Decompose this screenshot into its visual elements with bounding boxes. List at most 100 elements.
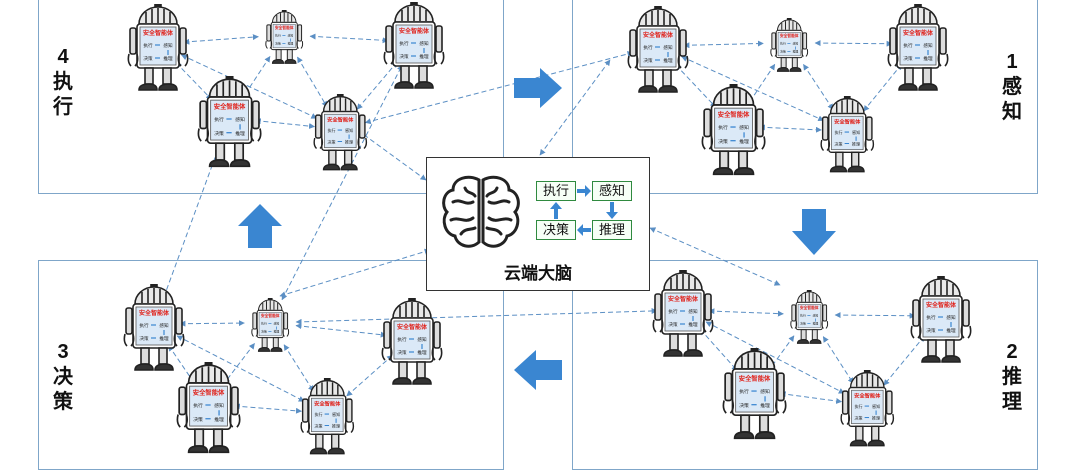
robot-agent: 安全智能体 执行 感知 决策 推理	[265, 9, 304, 71]
svg-text:执行: 执行	[399, 40, 409, 47]
svg-text:推理: 推理	[235, 130, 245, 137]
robot-agent: 安全智能体 执行 感知 决策 推理	[123, 283, 185, 383]
brain-perceive-box: 感知	[592, 181, 632, 201]
svg-text:决策: 决策	[903, 55, 913, 62]
svg-text:安全智能体: 安全智能体	[834, 117, 861, 125]
svg-text:感知: 感知	[235, 116, 245, 123]
cloud-brain-title: 云端大脑	[504, 264, 572, 283]
brain-execute-box: 执行	[536, 181, 576, 201]
svg-text:决策: 决策	[739, 402, 749, 409]
svg-text:感知: 感知	[159, 322, 169, 329]
arrow-left-icon	[514, 350, 562, 390]
svg-text:决策: 决策	[397, 349, 407, 356]
svg-text:安全智能体: 安全智能体	[314, 399, 341, 407]
svg-text:推理: 推理	[417, 349, 427, 356]
robot-agent: 安全智能体 执行 感知 决策 推理	[790, 289, 829, 351]
svg-text:推理: 推理	[663, 57, 673, 64]
svg-text:执行: 执行	[780, 42, 786, 46]
arrow-down-icon	[792, 209, 836, 255]
svg-text:感知: 感知	[813, 314, 819, 318]
svg-text:执行: 执行	[275, 34, 281, 38]
svg-text:决策: 决策	[139, 335, 149, 342]
brain-icon	[442, 175, 520, 248]
svg-text:推理: 推理	[760, 402, 770, 409]
svg-text:感知: 感知	[760, 388, 770, 395]
svg-text:决策: 决策	[214, 130, 224, 137]
svg-text:感知: 感知	[419, 40, 429, 47]
arrow-up-icon	[238, 204, 282, 248]
robot-agent: 安全智能体 执行 感知 决策 推理	[820, 95, 875, 183]
svg-text:感知: 感知	[288, 34, 294, 38]
svg-text:安全智能体: 安全智能体	[643, 31, 674, 39]
robot-agent: 安全智能体 执行 感知 决策 推理	[910, 275, 972, 375]
svg-text:执行: 执行	[718, 124, 728, 131]
svg-text:感知: 感知	[663, 44, 673, 51]
robot-agent: 安全智能体 执行 感知 决策 推理	[770, 17, 809, 79]
robot-agent: 安全智能体 执行 感知 决策 推理	[381, 297, 443, 397]
svg-text:决策: 决策	[143, 55, 153, 62]
svg-text:感知: 感知	[332, 411, 340, 417]
svg-text:感知: 感知	[274, 322, 280, 326]
svg-text:执行: 执行	[854, 403, 862, 409]
svg-text:推理: 推理	[813, 322, 819, 326]
svg-text:执行: 执行	[739, 388, 749, 395]
arrow-right-icon	[514, 68, 562, 108]
svg-text:推理: 推理	[288, 42, 294, 46]
arrow-left-icon	[577, 224, 591, 236]
robot-agent: 安全智能体 执行 感知 决策 推理	[197, 75, 262, 180]
robot-agent: 安全智能体 执行 感知 决策 推理	[383, 1, 445, 101]
robot-agent: 安全智能体 执行 感知 决策 推理	[251, 297, 290, 359]
svg-text:推理: 推理	[852, 140, 860, 146]
svg-text:执行: 执行	[214, 116, 224, 123]
svg-text:感知: 感知	[688, 308, 698, 315]
svg-text:感知: 感知	[793, 42, 799, 46]
svg-text:决策: 决策	[718, 138, 728, 145]
svg-text:安全智能体: 安全智能体	[668, 295, 699, 303]
cloud-brain-panel: 执行 感知 决策 推理 云端大脑	[426, 157, 650, 291]
robot-agent: 安全智能体 执行 感知 决策 推理	[127, 3, 189, 103]
svg-text:推理: 推理	[739, 138, 749, 145]
robot-agent: 安全智能体 执行 感知 决策 推理	[627, 5, 689, 105]
svg-text:执行: 执行	[800, 314, 806, 318]
robot-agent: 安全智能体 执行 感知 决策 推理	[887, 3, 949, 103]
svg-text:推理: 推理	[688, 321, 698, 328]
svg-text:感知: 感知	[872, 403, 880, 409]
svg-text:感知: 感知	[214, 402, 224, 409]
svg-text:安全智能体: 安全智能体	[854, 391, 881, 399]
svg-text:推理: 推理	[214, 416, 224, 423]
svg-text:决策: 决策	[327, 138, 335, 144]
robot-agent: 安全智能体 执行 感知 决策 推理	[722, 347, 787, 452]
svg-text:决策: 决策	[834, 140, 842, 146]
svg-text:感知: 感知	[852, 129, 860, 135]
svg-text:执行: 执行	[143, 42, 153, 49]
svg-text:执行: 执行	[926, 314, 936, 321]
svg-text:决策: 决策	[643, 57, 653, 64]
svg-text:安全智能体: 安全智能体	[780, 33, 799, 38]
svg-text:决策: 决策	[399, 53, 409, 60]
svg-text:执行: 执行	[193, 402, 203, 409]
svg-text:推理: 推理	[872, 414, 880, 420]
svg-text:决策: 决策	[926, 327, 936, 334]
svg-text:决策: 决策	[854, 414, 862, 420]
svg-text:执行: 执行	[643, 44, 653, 51]
robot-agent: 安全智能体 执行 感知 决策 推理	[652, 269, 714, 369]
svg-text:安全智能体: 安全智能体	[214, 102, 246, 111]
svg-text:感知: 感知	[417, 336, 427, 343]
svg-text:执行: 执行	[834, 129, 842, 135]
robot-agent: 安全智能体 执行 感知 决策 推理	[176, 361, 241, 466]
svg-text:感知: 感知	[345, 127, 353, 133]
arrow-right-icon	[577, 185, 591, 197]
svg-text:安全智能体: 安全智能体	[399, 27, 430, 35]
svg-text:推理: 推理	[923, 55, 933, 62]
svg-text:推理: 推理	[159, 335, 169, 342]
svg-text:安全智能体: 安全智能体	[193, 388, 225, 397]
svg-text:安全智能体: 安全智能体	[139, 309, 170, 317]
svg-text:决策: 决策	[193, 416, 203, 423]
svg-text:安全智能体: 安全智能体	[903, 29, 934, 37]
arrow-up-icon	[550, 202, 562, 219]
svg-text:安全智能体: 安全智能体	[739, 374, 771, 383]
svg-text:安全智能体: 安全智能体	[275, 25, 294, 30]
